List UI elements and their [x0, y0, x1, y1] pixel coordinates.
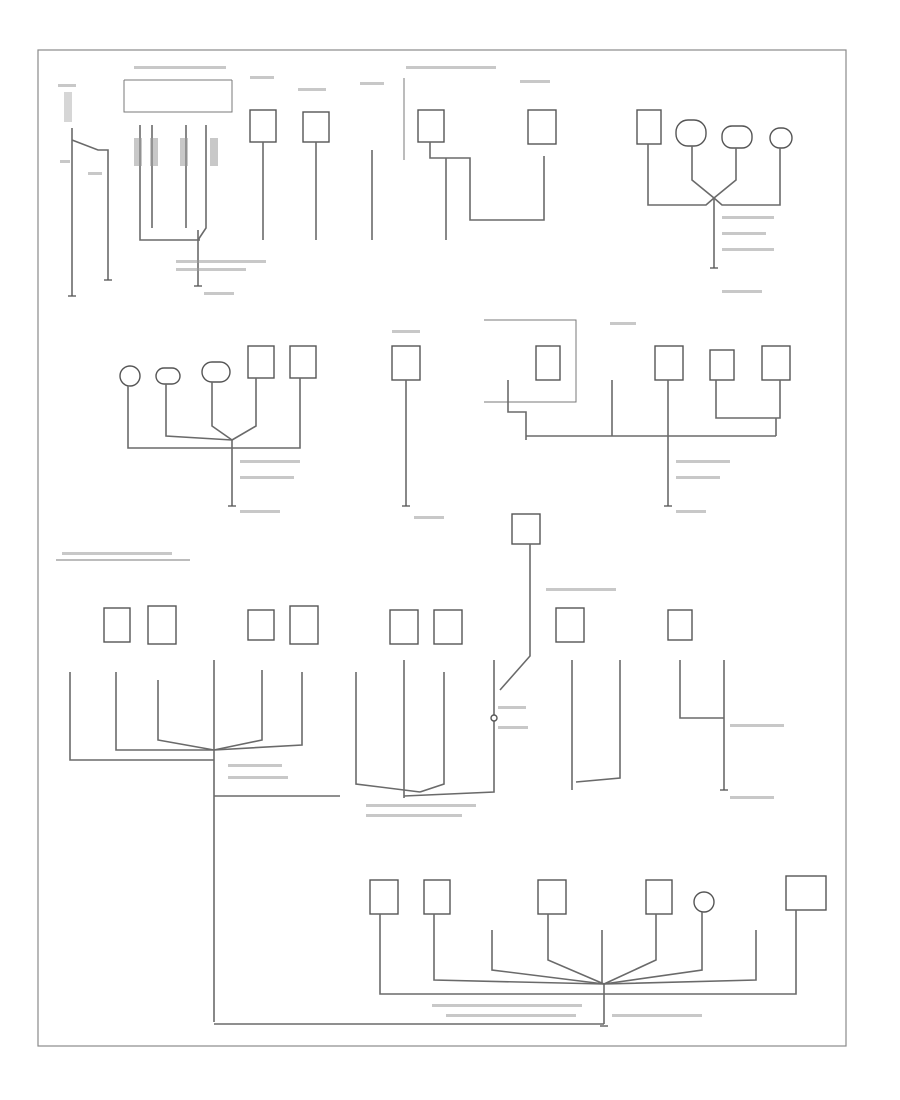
row-2-group	[119, 319, 791, 519]
upper-right-component-cluster	[636, 109, 793, 293]
row-1-components	[249, 66, 557, 240]
row-2-left-cluster	[119, 345, 317, 513]
row-3-group	[56, 513, 784, 1022]
left-harness-component	[58, 84, 109, 296]
row-1-group	[58, 66, 793, 296]
row-2-right-cluster	[484, 319, 791, 513]
ground-symbols	[68, 267, 728, 1027]
diagram-frame	[37, 49, 847, 1047]
row-4-group	[214, 875, 827, 1025]
row-2-middle-component	[391, 330, 444, 519]
multi-connector-group	[123, 66, 266, 295]
